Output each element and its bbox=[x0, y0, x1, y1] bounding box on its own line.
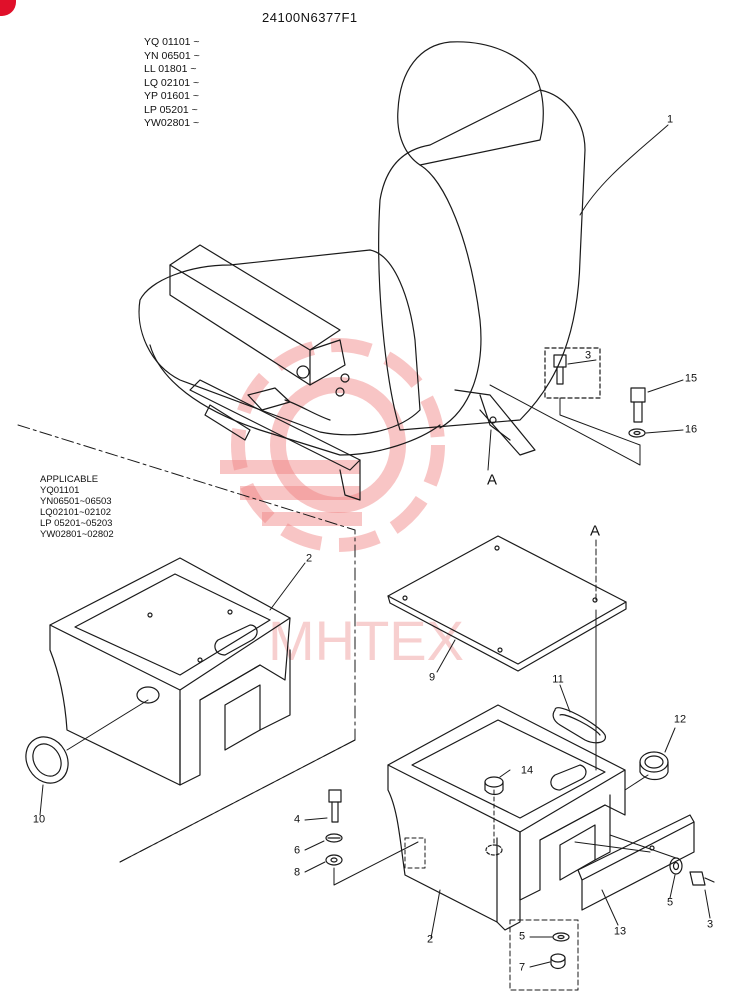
serial-range: YQ 01101 ~ bbox=[144, 36, 200, 48]
bolt-4 bbox=[328, 789, 342, 823]
serial-range: YW02801 ~ bbox=[144, 117, 200, 129]
applicable-serials: APPLICABLE YQ01101 YN06501~06503 LQ02101… bbox=[40, 474, 114, 540]
grommet-10 bbox=[25, 736, 69, 784]
bolt-15 bbox=[630, 387, 646, 423]
applicable-serial: LP 05201~05203 bbox=[40, 518, 113, 529]
callout-11: 11 bbox=[552, 673, 564, 686]
washer-5-right bbox=[669, 857, 683, 875]
serial-range: LL 01801 ~ bbox=[144, 63, 197, 75]
grommet-12 bbox=[639, 751, 669, 781]
watermark-text: MHTEX bbox=[268, 609, 464, 672]
serial-range: LP 05201 ~ bbox=[144, 103, 198, 116]
grommet-11 bbox=[552, 707, 607, 744]
callout-13: 13 bbox=[613, 925, 627, 938]
callout-5: 5 bbox=[518, 930, 526, 943]
washer-8 bbox=[325, 854, 343, 866]
applicable-title: APPLICABLE bbox=[40, 474, 99, 485]
callout-10: 10 bbox=[32, 813, 46, 826]
callout-4: 4 bbox=[293, 813, 301, 826]
applicable-serial: YQ01101 bbox=[40, 485, 80, 496]
callout-5: 5 bbox=[666, 896, 674, 909]
applicable-serial: YN06501~06503 bbox=[40, 496, 112, 507]
callout-7: 7 bbox=[518, 961, 526, 974]
part-number: 24100N6377F1 bbox=[262, 10, 358, 25]
reference-a: A bbox=[589, 522, 601, 540]
callout-3: 3 bbox=[584, 349, 592, 362]
serial-range-list: YQ 01101 ~ YN 06501 ~ LL 01801 ~ LQ 0210… bbox=[144, 36, 200, 131]
serial-range: YN 06501 ~ bbox=[144, 49, 200, 62]
callout-8: 8 bbox=[293, 866, 301, 879]
reference-a: A bbox=[486, 471, 498, 489]
washer-16 bbox=[628, 428, 646, 438]
callout-2: 2 bbox=[305, 552, 313, 565]
applicable-serial: LQ02101~02102 bbox=[40, 507, 112, 518]
callout-15: 15 bbox=[684, 372, 698, 385]
callout-16: 16 bbox=[684, 423, 698, 436]
applicable-serial: YW02801~02802 bbox=[40, 529, 114, 540]
seat-assembly bbox=[138, 41, 586, 501]
serial-range: YP 01601 ~ bbox=[144, 90, 199, 102]
callout-9: 9 bbox=[428, 671, 436, 684]
callout-1: 1 bbox=[666, 113, 674, 126]
callout-2: 2 bbox=[426, 933, 434, 946]
callout-12: 12 bbox=[673, 713, 687, 726]
seat-stand-left bbox=[49, 557, 291, 786]
plate-9 bbox=[387, 535, 627, 672]
washer-6 bbox=[325, 833, 343, 843]
nut-7 bbox=[550, 953, 566, 970]
seat-stand-right bbox=[387, 704, 626, 931]
callout-14: 14 bbox=[520, 764, 534, 777]
bolt-3-top bbox=[544, 347, 601, 399]
callout-3: 3 bbox=[706, 918, 714, 931]
washer-5-bottom bbox=[552, 932, 570, 942]
serial-range: LQ 02101 ~ bbox=[144, 76, 200, 89]
bolt-3-right bbox=[689, 871, 715, 886]
callout-6: 6 bbox=[293, 844, 301, 857]
